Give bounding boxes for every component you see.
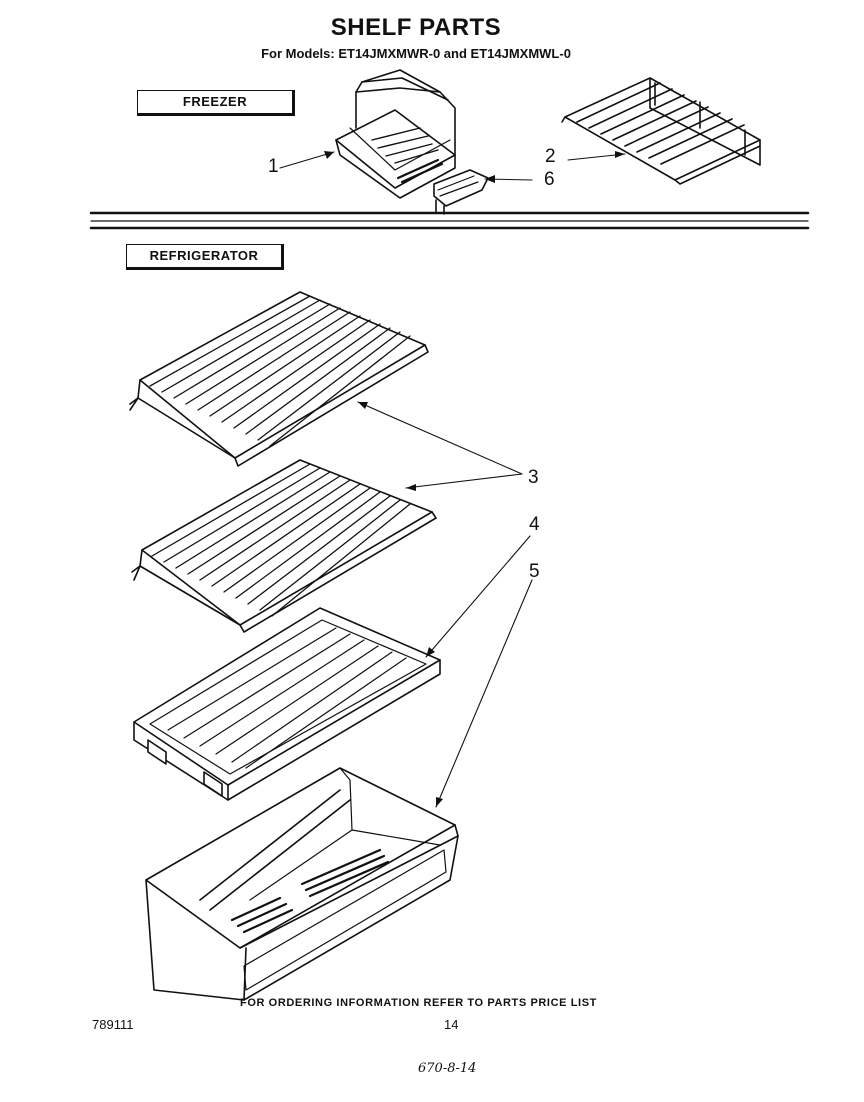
callout-4: 4 — [529, 514, 540, 535]
callout-6: 6 — [544, 169, 555, 190]
crisper-cover-part-4 — [134, 608, 440, 800]
document-number: 789111 — [92, 1017, 134, 1032]
refrigerator-section-label: REFRIGERATOR — [126, 244, 284, 270]
callout-5: 5 — [529, 561, 540, 582]
freezer-bin-part-1 — [336, 70, 455, 198]
callout-1: 1 — [268, 156, 279, 177]
handwritten-note: 670-8-14 — [418, 1061, 477, 1076]
section-divider — [91, 213, 808, 228]
page-number: 14 — [444, 1017, 459, 1032]
crisper-drawer-part-5 — [146, 768, 458, 1000]
refrigerator-shelf-part-3-bottom — [132, 460, 436, 632]
leader-lines — [280, 152, 625, 807]
refrigerator-shelf-part-3-top — [130, 292, 428, 466]
ordering-note: FOR ORDERING INFORMATION REFER TO PARTS … — [240, 997, 597, 1009]
callout-2: 2 — [545, 146, 556, 167]
page-title: SHELF PARTS — [330, 14, 502, 41]
divider-part-6 — [434, 170, 488, 214]
freezer-section-label: FREEZER — [137, 90, 295, 116]
callout-3: 3 — [528, 467, 539, 488]
freezer-wire-shelf-part-2 — [562, 78, 760, 184]
arrowheads — [324, 151, 625, 807]
model-subtitle: For Models: ET14JMXMWR-0 and ET14JMXMWL-… — [261, 46, 571, 61]
